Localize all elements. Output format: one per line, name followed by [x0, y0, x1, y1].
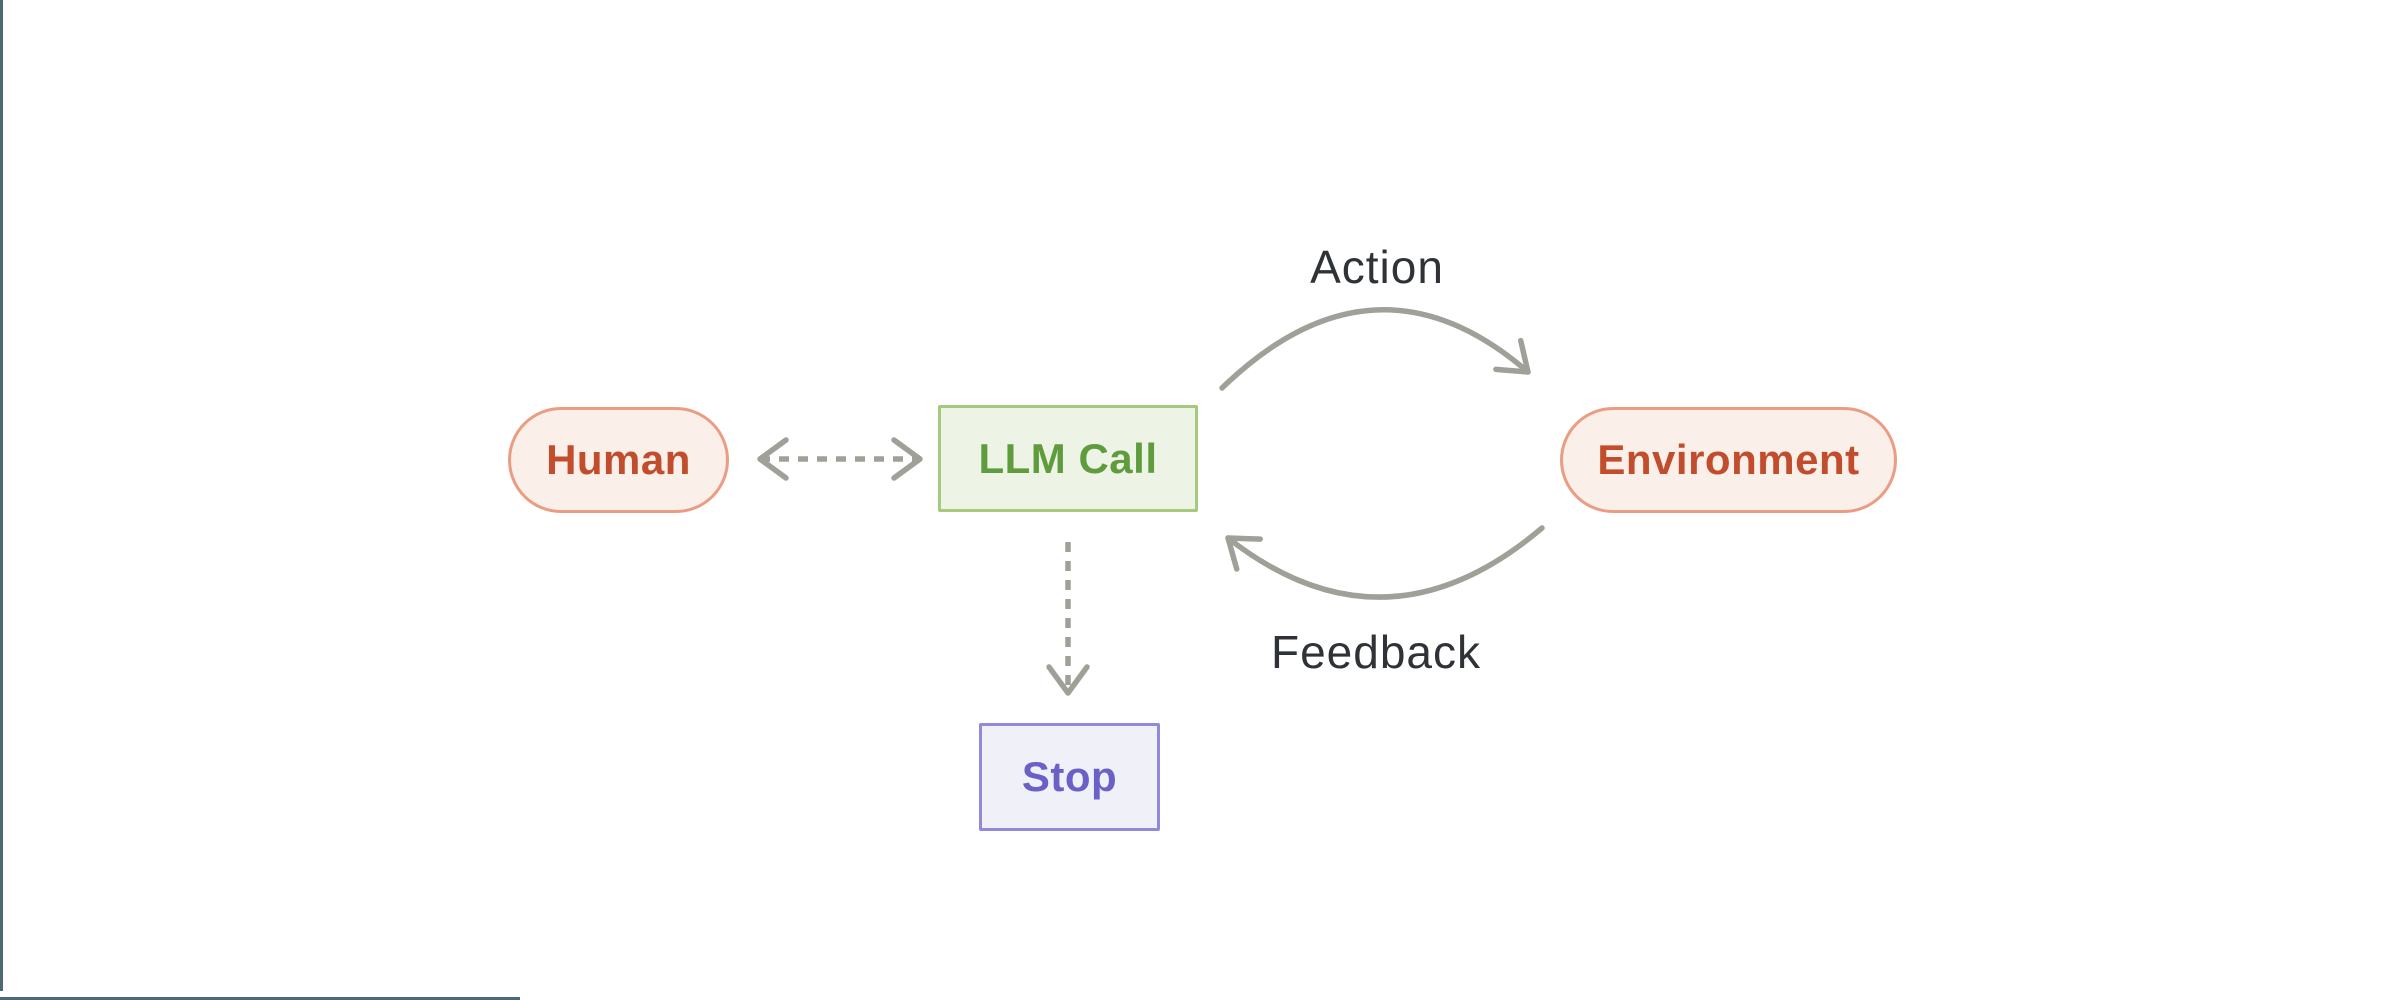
node-human-label: Human — [546, 436, 691, 483]
node-stop-label: Stop — [1021, 753, 1118, 800]
node-human: Human — [508, 407, 729, 513]
feedback-arrow — [1225, 525, 1545, 600]
node-environment: Environment — [1560, 407, 1897, 513]
node-llm-call-label: LLM Call — [978, 434, 1158, 482]
feedback-edge-label: Feedback — [1270, 626, 1482, 678]
bottom-edge-line — [0, 997, 520, 1000]
action-arrow — [1219, 307, 1531, 391]
action-edge-label: Action — [1310, 241, 1444, 293]
node-stop: Stop — [979, 723, 1160, 831]
node-llm-call: LLM Call — [938, 405, 1198, 512]
node-environment-label: Environment — [1597, 436, 1860, 483]
left-edge-line — [0, 0, 3, 991]
